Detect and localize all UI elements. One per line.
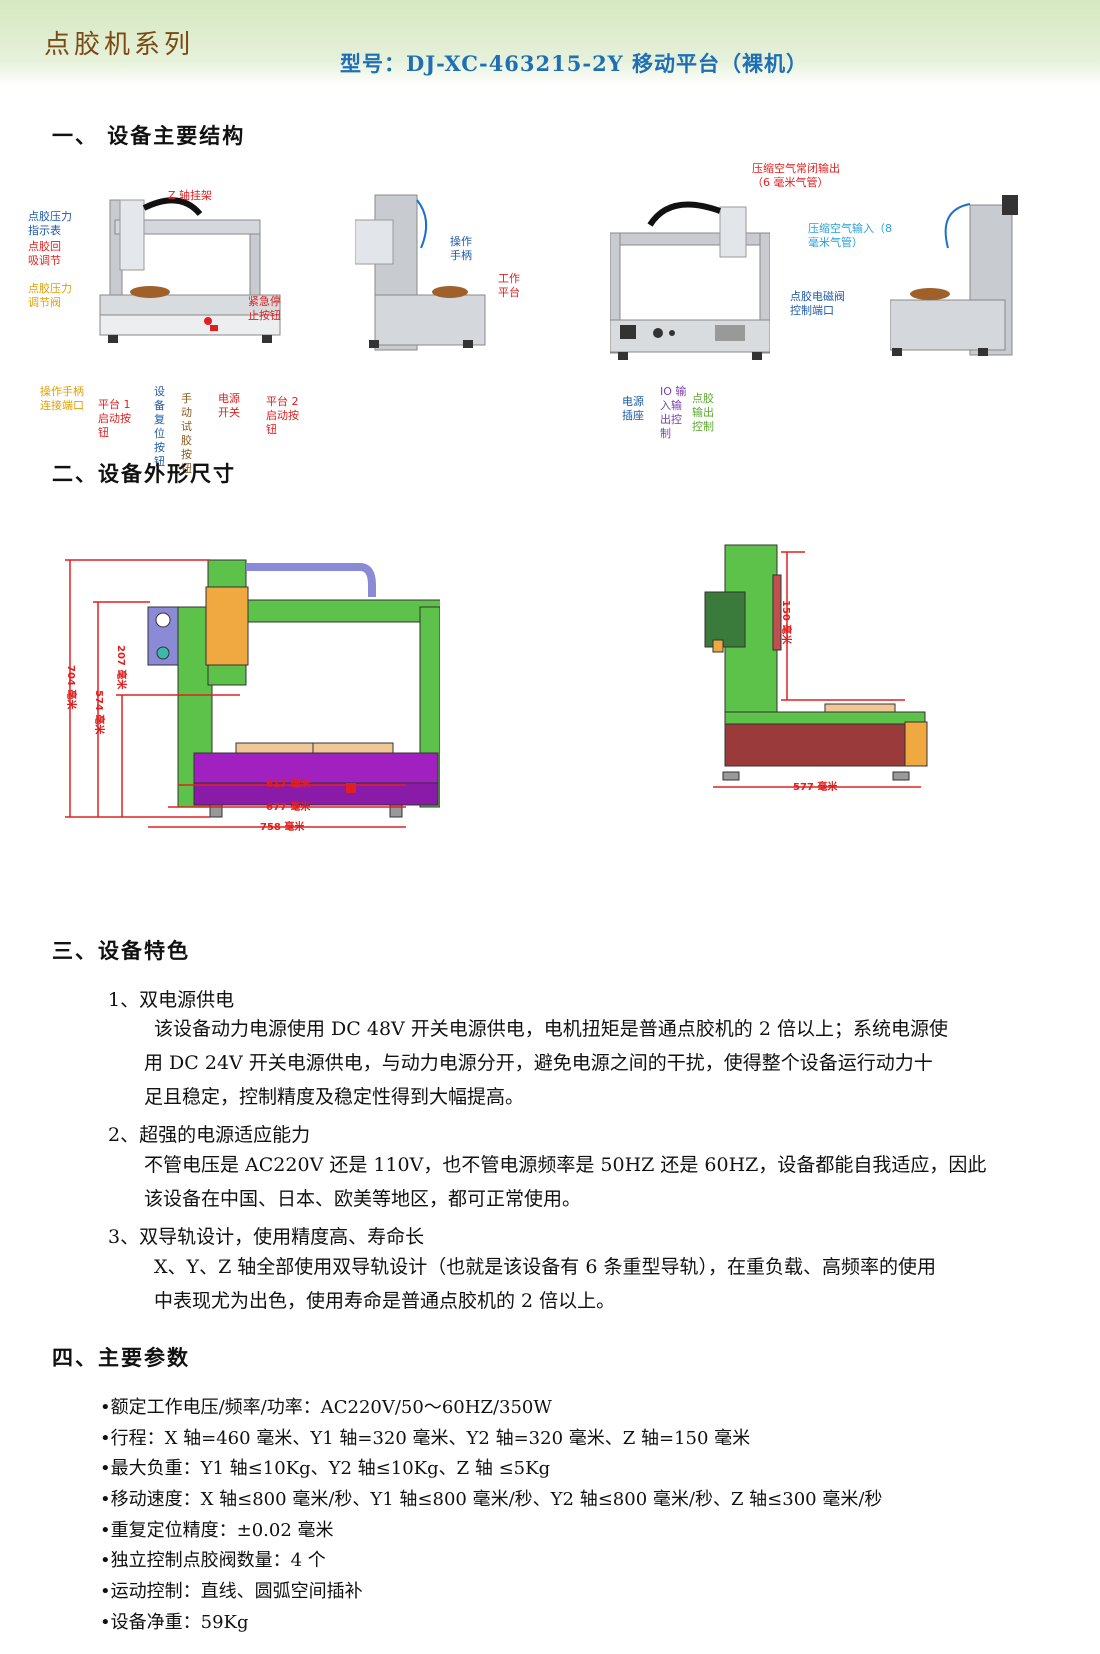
param-speed: •移动速度：X 轴≤800 毫米/秒、Y1 轴≤800 毫米/秒、Y2 轴≤80… [100,1489,883,1510]
label-power-socket: 电源插座 [622,395,644,422]
label-handle: 操作手柄 [450,235,472,262]
feature-3-line: X、Y、Z 轴全部使用双导轨设计（也就是该设备有 6 条重型导轨），在重负载、高… [154,1256,936,1278]
feature-1-line: 该设备动力电源使用 DC 48V 开关电源供电，电机扭矩是普通点胶机的 2 倍以… [154,1018,948,1040]
photo-side-view [355,194,486,351]
param-net-weight: •设备净重：59Kg [100,1612,249,1633]
label-handle-port: 操作手柄连接端口 [40,385,84,412]
param-repeat-accuracy: •重复定位精度：±0.02 毫米 [100,1520,334,1541]
label-air-out: 压缩空气常闭输出（6 毫米气管） [752,162,840,189]
param-max-load: •最大负重：Y1 轴≤10Kg、Y2 轴≤10Kg、Z 轴 ≤5Kg [100,1458,551,1479]
section-1-title: 一、 设备主要结构 [52,123,246,148]
photo-back-view [610,201,770,360]
label-io: IO 输入输出控制 [660,385,687,440]
feature-1-title: 1、双电源供电 [108,989,235,1011]
feature-2-body: 不管电压是 AC220V 还是 110V，也不管电源频率是 50HZ 还是 60… [144,1148,1079,1216]
label-z-frame: Z 轴挂架 [168,189,213,202]
dim-label-w677: 677 毫米 [266,800,311,813]
dim-label-h150: 150 毫米 [780,600,793,645]
param-stroke: •行程：X 轴=460 毫米、Y1 轴=320 毫米、Y2 轴=320 毫米、Z… [100,1428,751,1449]
section-2-title: 二、设备外形尺寸 [52,461,236,486]
feature-3-line: 中表现尤为出色，使用寿命是普通点胶机的 2 倍以上。 [154,1290,616,1312]
label-power-switch: 电源开关 [218,392,240,419]
dim-label-w617: 617 毫米 [266,777,311,790]
dim-label-w577: 577 毫米 [793,780,838,793]
feature-1-body: 该设备动力电源使用 DC 48V 开关电源供电，电机扭矩是普通点胶机的 2 倍以… [144,1012,1079,1114]
series-title: 点胶机系列 [44,30,195,60]
label-glue-out: 点胶输出控制 [692,392,714,433]
feature-2-line: 该设备在中国、日本、欧美等地区，都可正常使用。 [144,1188,582,1210]
photo-front-view [99,197,281,343]
label-p2-start: 平台 2 启动按钮 [266,395,299,436]
label-air-in: 压缩空气输入（8 毫米气管） [808,222,892,249]
section-3-title: 三、设备特色 [52,938,190,963]
param-voltage: •额定工作电压/频率/功率：AC220V/50～60HZ/350W [100,1397,552,1418]
label-suckback: 点胶回吸调节 [28,240,61,267]
label-worktable: 工作平台 [498,272,520,299]
feature-2-title: 2、超强的电源适应能力 [108,1124,311,1146]
feature-2-line: 不管电压是 AC220V 还是 110V，也不管电源频率是 50HZ 还是 60… [144,1154,987,1176]
label-p1-start: 平台 1 启动按钮 [98,398,131,439]
label-valve-port: 点胶电磁阀控制端口 [790,290,845,317]
label-estop: 紧急停止按钮 [248,295,281,322]
label-reset: 设备复位按钮 [154,385,165,468]
param-valve-count: •独立控制点胶阀数量：4 个 [100,1550,326,1571]
param-motion-control: •运动控制：直线、圆弧空间插补 [100,1581,363,1602]
dim-label-h704: 704 毫米 [65,665,78,710]
photo-side-view-2 [890,195,1018,356]
label-manual-test: 手动试胶按钮 [181,392,192,475]
header-band: 点胶机系列 型号：DJ-XC-463215-2Y 移动平台（裸机） [0,0,1100,86]
section-4-title: 四、主要参数 [52,1345,190,1370]
dim-label-h574: 574 毫米 [93,690,106,735]
feature-3-body: X、Y、Z 轴全部使用双导轨设计（也就是该设备有 6 条重型导轨），在重负载、高… [144,1250,1079,1318]
feature-1-line: 用 DC 24V 开关电源供电，与动力电源分开，避免电源之间的干扰，使得整个设备… [144,1052,933,1074]
dim-label-w758: 758 毫米 [260,820,305,833]
label-pressure-gauge: 点胶压力指示表 [28,210,72,237]
dimension-drawing-side: 150 毫米 577 毫米 [704,544,928,793]
dim-label-h207: 207 毫米 [115,645,128,690]
feature-1-line: 足且稳定，控制精度及稳定性得到大幅提高。 [144,1086,525,1108]
feature-3-title: 3、双导轨设计，使用精度高、寿命长 [108,1226,425,1248]
label-pressure-valve: 点胶压力调节阀 [28,282,72,309]
dimension-drawing-front: 704 毫米 574 毫米 207 毫米 617 毫米 677 毫米 758 毫… [65,559,440,833]
model-title: 型号：DJ-XC-463215-2Y 移动平台（裸机） [340,51,808,76]
